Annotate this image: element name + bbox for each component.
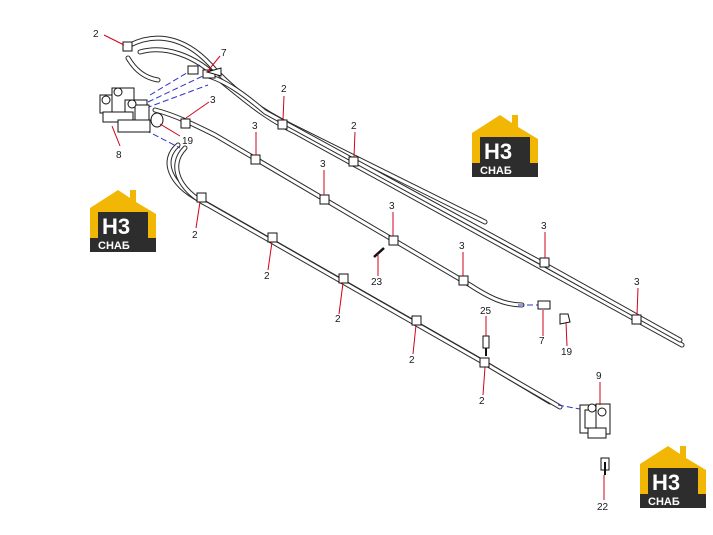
logo-mark: H3 [484, 139, 512, 164]
callout-2-b: 2 [281, 84, 287, 95]
logo-name: CHAБ [98, 240, 130, 252]
callout-3-d: 3 [389, 201, 395, 212]
leader-lines [103, 34, 639, 500]
clamp-2-g [411, 315, 422, 326]
callout-3-g: 3 [634, 277, 640, 288]
hose-lines [125, 35, 685, 410]
callout-23: 23 [371, 277, 383, 288]
clamp-2-top [122, 41, 133, 52]
clamp-2-c [348, 156, 359, 167]
callout-2-e: 2 [264, 271, 270, 282]
callout-2-f: 2 [335, 314, 341, 325]
callout-19-a: 19 [182, 136, 194, 147]
logo-name: CHAБ [480, 165, 512, 177]
callout-7-top: 7 [221, 48, 227, 59]
logo-name: CHAБ [648, 496, 680, 508]
callout-2-d: 2 [192, 230, 198, 241]
clamp-3-d [388, 235, 399, 246]
callout-9: 9 [596, 371, 602, 382]
callout-2-top: 2 [93, 29, 99, 40]
logo-mark: H3 [102, 214, 130, 239]
clamp-3-f [539, 257, 550, 268]
fittings-top [150, 65, 222, 128]
clamp-2-h [479, 357, 490, 368]
callout-3-a: 3 [210, 95, 216, 106]
clamp-2-f [338, 273, 349, 284]
clamp-2-b [277, 119, 288, 130]
callout-19-b: 19 [561, 347, 573, 358]
logo-mark: H3 [652, 470, 680, 495]
clamp-2-d [196, 192, 207, 203]
callout-3-b: 3 [252, 121, 258, 132]
clamp-3-e [458, 275, 469, 286]
callout-8: 8 [116, 150, 122, 161]
callout-2-c: 2 [351, 121, 357, 132]
callout-2-g: 2 [409, 355, 415, 366]
callout-labels: 2 7 3 19 8 2 3 2 3 3 3 3 3 23 7 19 25 2 … [93, 29, 640, 513]
callout-3-f: 3 [541, 221, 547, 232]
bolts [373, 247, 610, 475]
clamp-2-e [267, 232, 278, 243]
callout-22: 22 [597, 502, 609, 513]
clamp-3-c [319, 194, 330, 205]
brand-logo-1: H3 CHAБ [90, 190, 156, 252]
clamp-3-g [631, 314, 642, 325]
fittings-middle [537, 300, 571, 325]
callout-3-c: 3 [320, 159, 326, 170]
callout-2-h: 2 [479, 396, 485, 407]
valve-block-8 [99, 87, 151, 133]
callout-25: 25 [480, 306, 492, 317]
clamp-3-a [180, 118, 191, 129]
brand-logo-3: H3 CHAБ [640, 446, 706, 508]
callout-7-b: 7 [539, 336, 545, 347]
fitting-guides [144, 64, 586, 411]
callout-3-e: 3 [459, 241, 465, 252]
valve-block-9 [579, 403, 611, 439]
clamp-3-b [250, 154, 261, 165]
brand-logo-2: H3 CHAБ [472, 115, 538, 177]
